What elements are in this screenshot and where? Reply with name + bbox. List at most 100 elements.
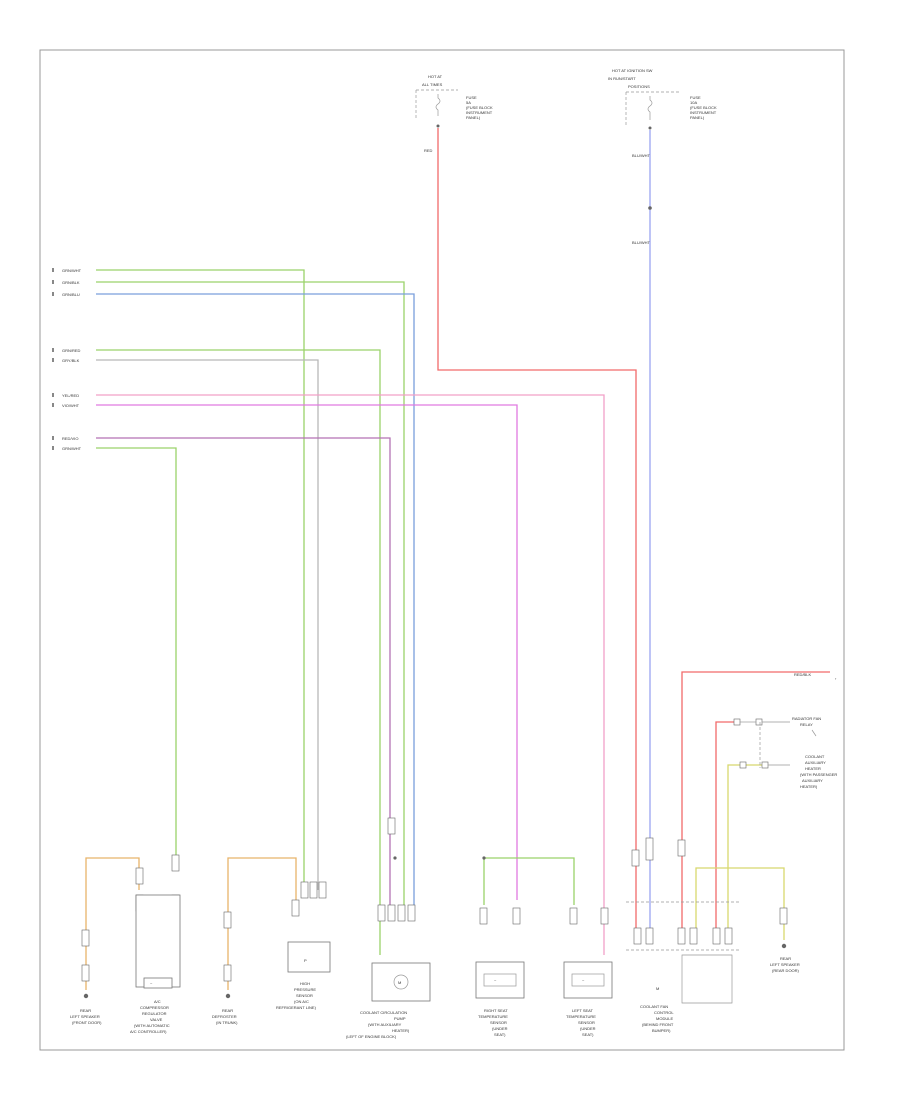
- component-label: (WITH AUXILIARY: [368, 1022, 402, 1027]
- component-label: A/C: [154, 999, 161, 1004]
- power-right-wire: BLU/WHT: [632, 153, 651, 158]
- left-edge-arrows: [52, 268, 54, 450]
- component-label: SEAT): [582, 1032, 594, 1037]
- wire-label: VIO/WHT: [62, 403, 80, 408]
- component-label: (BEHIND FRONT: [642, 1022, 674, 1027]
- component-right-seat-temp-sensor: ~ RIGHT SEAT TEMPERATURE SENSOR (UNDER S…: [475, 961, 525, 1037]
- power-right-title: POSITIONS: [628, 84, 650, 89]
- power-left-wire: RED: [424, 148, 433, 153]
- sensor-symbol: ~: [494, 978, 497, 983]
- fuse-label: PANEL): [690, 115, 705, 120]
- component-label: REAR: [780, 956, 791, 961]
- wire-grn-red: [96, 349, 381, 955]
- wire-red-vio: [96, 437, 391, 905]
- sensor-symbol: ~: [582, 978, 585, 983]
- power-source-left: HOT AT ALL TIMES FUSE 5A (FUSE BLOCK INS…: [415, 74, 493, 153]
- wires: [85, 128, 830, 990]
- component-label: PUMP: [394, 1016, 406, 1021]
- component-high-pressure-sensor: P HIGH PRESSURE SENSOR (ON A/C REFRIGERA…: [276, 941, 331, 1010]
- component-label: (UNDER: [492, 1026, 508, 1031]
- page-arrow: ›: [835, 676, 837, 681]
- module-symbol: M: [656, 986, 659, 991]
- connector-pins: [81, 817, 788, 999]
- component-label: (FRONT DOOR): [72, 1020, 102, 1025]
- component-label: (REAR DOOR): [772, 968, 800, 973]
- component-label: TEMPERATURE: [566, 1014, 596, 1019]
- component-label: REFRIGERANT LINE): [276, 1005, 317, 1010]
- valve-symbol: ~: [150, 981, 153, 986]
- power-source-right: HOT AT IGNITION SW IN RUN/START POSITION…: [608, 68, 717, 245]
- power-left-title: ALL TIMES: [422, 82, 443, 87]
- sensor-symbol: P: [304, 958, 307, 963]
- aux-heater-label: AUXILIARY: [805, 760, 826, 765]
- component-coolant-circulation-pump: M COOLANT CIRCULATION PUMP (WITH AUXILIA…: [346, 962, 431, 1039]
- wire-grn-wht-2: [96, 447, 177, 865]
- component-label: SENSOR: [296, 993, 313, 998]
- fuse-label: (FUSE BLOCK: [690, 105, 717, 110]
- wire-c1-orange: [85, 857, 140, 990]
- component-label: HIGH: [300, 981, 310, 986]
- aux-heater-label: (WITH PASSENGER: [800, 772, 837, 777]
- component-label: (WITH AUTOMATIC: [134, 1023, 170, 1028]
- fuse-label: 5A: [466, 100, 471, 105]
- component-label: (ON A/C: [294, 999, 309, 1004]
- component-label: HEATER): [392, 1028, 410, 1033]
- component-label: TEMPERATURE: [478, 1014, 508, 1019]
- wire-grn-blk: [96, 281, 405, 905]
- component-label: LEFT SPEAKER: [770, 962, 800, 967]
- fuse-label: INSTRUMENT: [466, 110, 493, 115]
- fuse-label: PANEL): [466, 115, 481, 120]
- wire-label: GRN/BLU: [62, 292, 80, 297]
- component-label: BUMPER): [652, 1028, 671, 1033]
- fuse-label: (FUSE BLOCK: [466, 105, 493, 110]
- component-label: SEAT): [494, 1032, 506, 1037]
- fuse-label: 10A: [690, 100, 697, 105]
- right-red-wire-label: RED/BLK: [794, 672, 811, 677]
- wire-c3-orange: [227, 857, 297, 990]
- component-label: (IN TRUNK): [216, 1020, 238, 1025]
- wire-red-blk-right: [681, 671, 830, 935]
- component-rear-left-speaker-front: REAR LEFT SPEAKER (FRONT DOOR): [70, 1008, 102, 1025]
- fuse-symbol: [647, 96, 653, 120]
- power-right-title: HOT AT IGNITION SW: [612, 68, 653, 73]
- fuse-label: FUSE: [690, 95, 701, 100]
- wire-label: GRN/WHT: [62, 446, 82, 451]
- wire-label: YEL/RED: [62, 393, 79, 398]
- wire-vio-wht: [96, 404, 518, 900]
- component-left-seat-temp-sensor: ~ LEFT SEAT TEMPERATURE SENSOR (UNDER SE…: [563, 961, 613, 1037]
- power-right-title: IN RUN/START: [608, 76, 636, 81]
- component-label: SENSOR: [578, 1020, 595, 1025]
- wire-yel-relay: [727, 764, 762, 935]
- component-label: REAR: [222, 1008, 233, 1013]
- component-label: REAR: [80, 1008, 91, 1013]
- component-label: MODULE: [656, 1016, 673, 1021]
- wire-label: GRN/BLK: [62, 280, 80, 285]
- relay-label: RADIATOR FAN: [792, 716, 821, 721]
- component-label: LEFT SEAT: [572, 1008, 594, 1013]
- aux-heater-label: HEATER): [800, 784, 818, 789]
- diagram-frame: [39, 49, 845, 1051]
- wire-label: GRN/RED: [62, 348, 81, 353]
- component-label: (LEFT OF ENGINE BLOCK): [346, 1034, 397, 1039]
- component-label: A/C CONTROLLER): [130, 1029, 167, 1034]
- wire-gry-blk: [96, 359, 319, 890]
- wire-grn-blu: [96, 293, 415, 905]
- fuse-symbol: [435, 94, 441, 116]
- component-coolant-fan-control-module: M COOLANT FAN CONTROL MODULE (BEHIND FRO…: [626, 901, 740, 1033]
- component-rear-left-speaker-rear: REAR LEFT SPEAKER (REAR DOOR): [770, 956, 800, 973]
- component-label: LEFT SPEAKER: [70, 1014, 100, 1019]
- wire-labels-left: GRN/WHT GRN/BLK GRN/BLU GRN/RED GRY/BLK …: [52, 268, 82, 451]
- component-label: COOLANT CIRCULATION: [360, 1010, 407, 1015]
- fuse-label: FUSE: [466, 95, 477, 100]
- wire-red-relay: [715, 721, 735, 935]
- aux-heater-label: HEATER: [805, 766, 821, 771]
- fuse-label: INSTRUMENT: [690, 110, 717, 115]
- aux-heater-label: AUXILIARY: [802, 778, 823, 783]
- relay-label: RELAY: [800, 722, 813, 727]
- pump-symbol: M: [398, 980, 401, 985]
- component-label: REGULATOR: [142, 1011, 167, 1016]
- component-label: VALVE: [150, 1017, 163, 1022]
- component-label: CONTROL: [654, 1010, 674, 1015]
- power-right-wire: BLU/WHT: [632, 240, 651, 245]
